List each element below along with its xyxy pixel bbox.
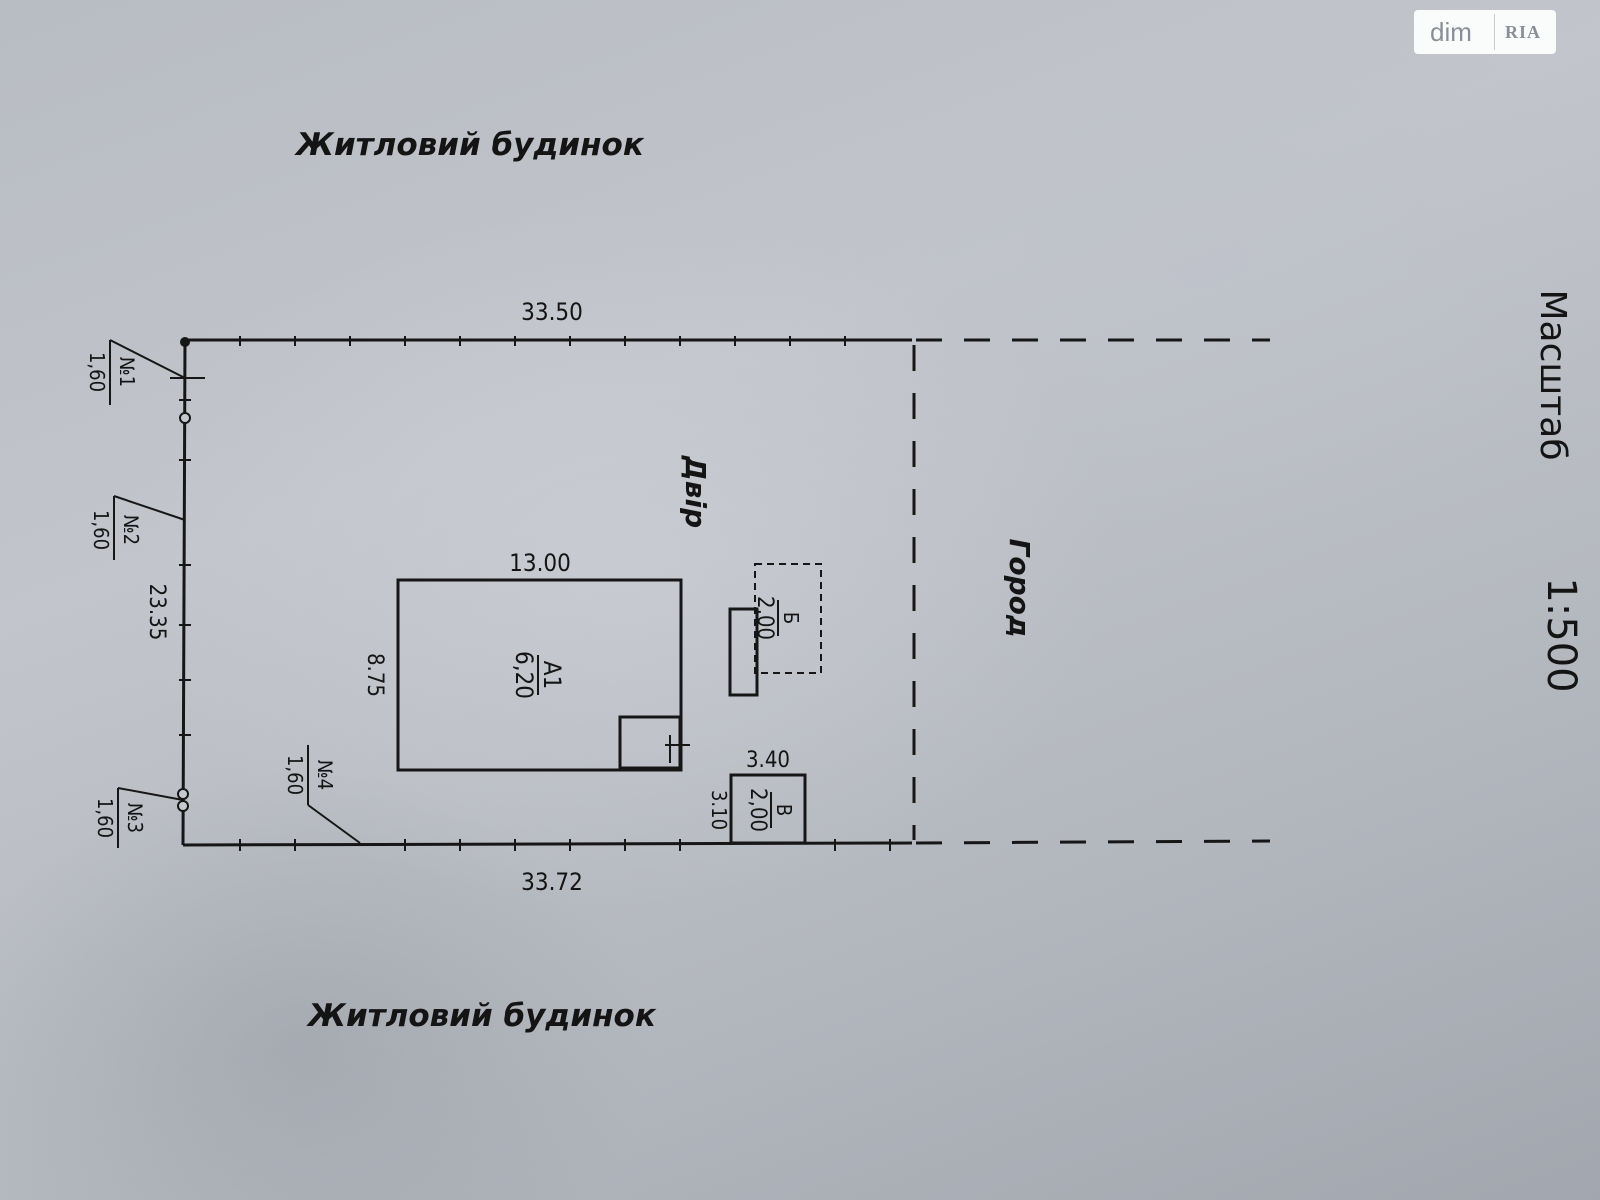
- house-depth-dimension: 8.75: [362, 653, 387, 697]
- shed-b-label: Б 2,00: [752, 596, 803, 640]
- house-outline: [396, 578, 683, 772]
- watermark-text: dim: [1430, 16, 1472, 47]
- ria-logo: RIA: [1505, 21, 1542, 42]
- garden-bottom-dashed-line: [915, 839, 1271, 845]
- watermark-divider: [1494, 14, 1495, 50]
- outbuilding-v-depth-dimension: 3.10: [707, 790, 731, 830]
- shed-b-letter: Б: [779, 612, 803, 624]
- fence-1-height: 1,60: [85, 352, 109, 392]
- garden-label: Город: [1003, 539, 1036, 638]
- house-label: А1 6,20: [510, 651, 566, 699]
- bottom-neighbor-label: Житловий будинок: [306, 998, 657, 1034]
- outbuilding-v-letter: В: [772, 804, 796, 816]
- bottom-side-dimension: 33.72: [521, 868, 583, 896]
- house-porch: [618, 715, 682, 770]
- fence-4-height: 1,60: [283, 755, 307, 795]
- fence-2-number: №2: [119, 515, 143, 545]
- left-boundary-line: [181, 339, 187, 846]
- fence-1-number: №1: [115, 357, 139, 387]
- fence-3-height: 1,60: [93, 798, 117, 838]
- fence-callout-3: №3 1,60: [93, 787, 184, 848]
- scale-label: Масштаб: [1532, 289, 1573, 460]
- fence-callout-2: №2 1,60: [89, 495, 186, 560]
- fence-3-number: №3: [123, 803, 147, 833]
- outbuilding-v: 3.40 3.10 В 2,00: [707, 748, 807, 845]
- house-width-dimension: 13.00: [509, 549, 571, 577]
- house-letter: А1: [538, 661, 566, 690]
- shed-b-height: 2,00: [752, 596, 777, 640]
- fence-callout-4: №4 1,60: [283, 745, 361, 844]
- yard-label: Двір: [679, 455, 712, 528]
- gate-hinge-point: [177, 800, 189, 812]
- outbuilding-v-width-dimension: 3.40: [746, 748, 790, 773]
- fence-4-number: №4: [313, 760, 337, 790]
- shed-b-dashed-outline: [754, 563, 822, 674]
- outbuilding-v-label: В 2,00: [745, 788, 796, 832]
- outbuilding-v-height: 2,00: [745, 788, 770, 832]
- shed-b-outline: [728, 607, 759, 697]
- shed-b: Б 2,00: [728, 563, 822, 697]
- scale-value: 1:500: [1538, 577, 1584, 692]
- gate-hinge-point: [177, 788, 189, 800]
- outbuilding-v-outline: [729, 773, 807, 845]
- house-a1: 13.00 8.75 А1 6,20: [362, 549, 690, 772]
- gate-hinge-point: [179, 412, 191, 424]
- dim-ria-watermark: dim RIA: [1414, 10, 1556, 54]
- top-side-dimension: 33.50: [521, 298, 583, 326]
- boundary-tick-marks: [170, 336, 891, 851]
- fence-2-height: 1,60: [89, 510, 113, 550]
- plot-boundary: [170, 336, 1271, 851]
- house-height: 6,20: [510, 651, 538, 699]
- left-side-dimension: 23.35: [144, 584, 169, 641]
- fence-callout-1: №1 1,60: [85, 339, 186, 405]
- top-neighbor-label: Житловий будинок: [294, 127, 645, 163]
- corner-point: [180, 337, 190, 347]
